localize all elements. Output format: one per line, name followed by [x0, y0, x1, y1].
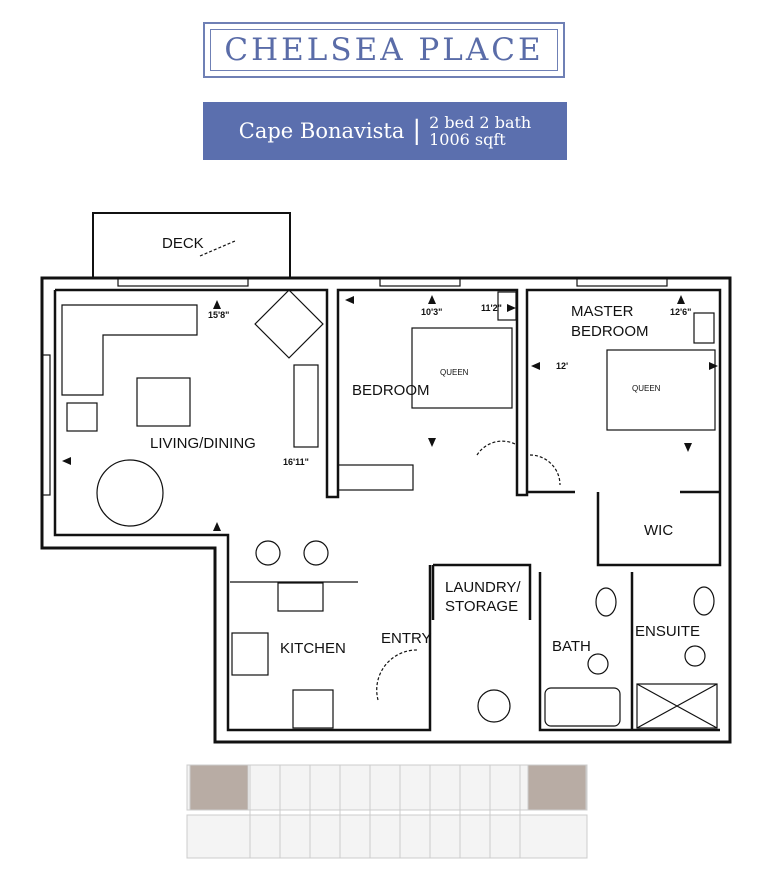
- highlighted-unit: [527, 764, 587, 811]
- unit-area: 1006 sqft: [429, 130, 506, 149]
- toilet-ensuite: [684, 645, 706, 667]
- dim-master-width: 12'6": [670, 307, 691, 317]
- unit-banner: Cape Bonavista | 2 bed 2 bath 1006 sqft: [203, 102, 567, 160]
- dim-bedroom-length: 11'2": [481, 303, 502, 313]
- water-heater: [477, 689, 511, 723]
- bathtub: [544, 687, 621, 727]
- room-label-ensuite: ENSUITE: [635, 623, 700, 640]
- dim-bedroom-width: 10'3": [421, 307, 442, 317]
- room-label-master-1: MASTER: [571, 303, 634, 320]
- building-keyplan: [186, 764, 588, 859]
- sink: [277, 582, 324, 612]
- room-label-master-2: BEDROOM: [571, 323, 649, 340]
- property-title-box: CHELSEA PLACE: [203, 22, 565, 78]
- door-swings: [199, 240, 561, 701]
- bed-queen: [411, 327, 513, 409]
- bed-label: QUEEN: [440, 368, 469, 377]
- bed-label-master: QUEEN: [632, 384, 661, 393]
- fixtures: [41, 240, 718, 729]
- beds-baths: 2 bed 2 bath: [429, 113, 532, 132]
- room-label-deck: DECK: [162, 235, 204, 252]
- nightstand: [497, 291, 517, 321]
- window: [41, 354, 51, 496]
- sink-bath: [595, 587, 617, 617]
- dim-living-length: 16'11": [283, 457, 309, 467]
- dim-master-length: 12': [556, 361, 568, 371]
- room-label-laundry-2: STORAGE: [445, 598, 518, 615]
- shower-drain: [636, 683, 718, 729]
- property-name: CHELSEA PLACE: [224, 32, 544, 68]
- dresser: [693, 312, 715, 344]
- stove: [231, 632, 269, 676]
- sofa: [61, 304, 198, 396]
- interior-walls: [53, 288, 722, 732]
- dim-living-width: 15'8": [208, 310, 229, 320]
- chair: [66, 402, 98, 432]
- room-label-entry: ENTRY: [381, 630, 432, 647]
- bed-queen-master: [606, 349, 716, 431]
- unit-name: Cape Bonavista: [238, 119, 405, 143]
- dishwasher: [292, 689, 334, 729]
- room-label-bedroom: BEDROOM: [352, 382, 430, 399]
- property-title-inner: CHELSEA PLACE: [210, 29, 558, 71]
- room-label-wic: WIC: [644, 522, 673, 539]
- highlighted-unit: [189, 764, 249, 811]
- closet: [337, 464, 414, 491]
- window: [576, 277, 668, 287]
- room-label-living-dining: LIVING/DINING: [150, 435, 256, 452]
- room-label-laundry-1: LAUNDRY/: [445, 579, 521, 596]
- window: [117, 277, 249, 287]
- dining-table: [96, 459, 164, 527]
- window: [379, 277, 461, 287]
- tv-stand: [293, 364, 319, 448]
- stool: [255, 540, 281, 566]
- coffee-table: [136, 377, 191, 427]
- armchair: [254, 289, 324, 359]
- room-label-kitchen: KITCHEN: [280, 640, 346, 657]
- walls: [40, 212, 732, 744]
- separator: |: [412, 116, 422, 146]
- sink-ensuite: [693, 586, 715, 616]
- toilet-bath: [587, 653, 609, 675]
- unit-meta: 2 bed 2 bath 1006 sqft: [429, 114, 531, 148]
- shower: [636, 683, 718, 729]
- stool: [303, 540, 329, 566]
- exterior-wall: [40, 276, 732, 744]
- room-label-bath: BATH: [552, 638, 591, 655]
